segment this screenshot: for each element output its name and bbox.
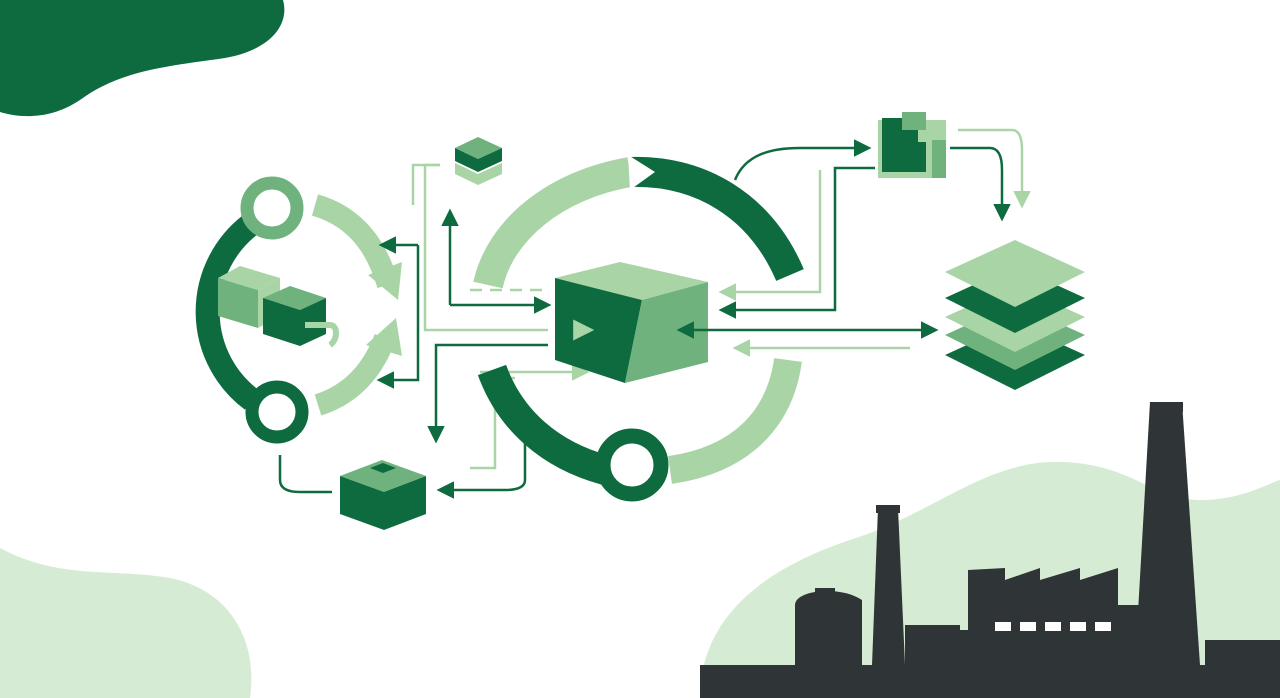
- left-cycle-ring-top-icon: [240, 176, 304, 240]
- central-cube-icon: [555, 262, 708, 383]
- central-arc-right-light: [667, 357, 802, 484]
- top-right-document-icon: [878, 112, 946, 178]
- small-stacked-box-icon: [455, 137, 502, 185]
- top-left-blob: [0, 0, 285, 117]
- central-arc-top-light: [473, 157, 633, 289]
- factory-silhouette-icon: [700, 402, 1280, 698]
- left-cycle-ring-bottom-icon: [245, 380, 309, 444]
- bottom-left-blob: [0, 548, 252, 698]
- left-cycle-arrowhead-top: [368, 262, 402, 300]
- central-cycle: [473, 155, 804, 502]
- left-bracket-arrows: [376, 236, 420, 389]
- left-cycle-arc-bottom: [314, 333, 396, 416]
- layer-stack-icon: [945, 240, 1085, 390]
- bottom-ring-icon: [595, 428, 669, 502]
- bottom-box-icon: [278, 440, 527, 530]
- connected-boxes-icon: [202, 266, 339, 348]
- left-cycle-arrowhead-bottom: [366, 318, 402, 356]
- central-arc-bottom-dark: [477, 364, 610, 485]
- central-arc-top-dark: [629, 156, 804, 282]
- right-connectors: [676, 128, 1031, 357]
- central-arc-notch: [628, 155, 655, 190]
